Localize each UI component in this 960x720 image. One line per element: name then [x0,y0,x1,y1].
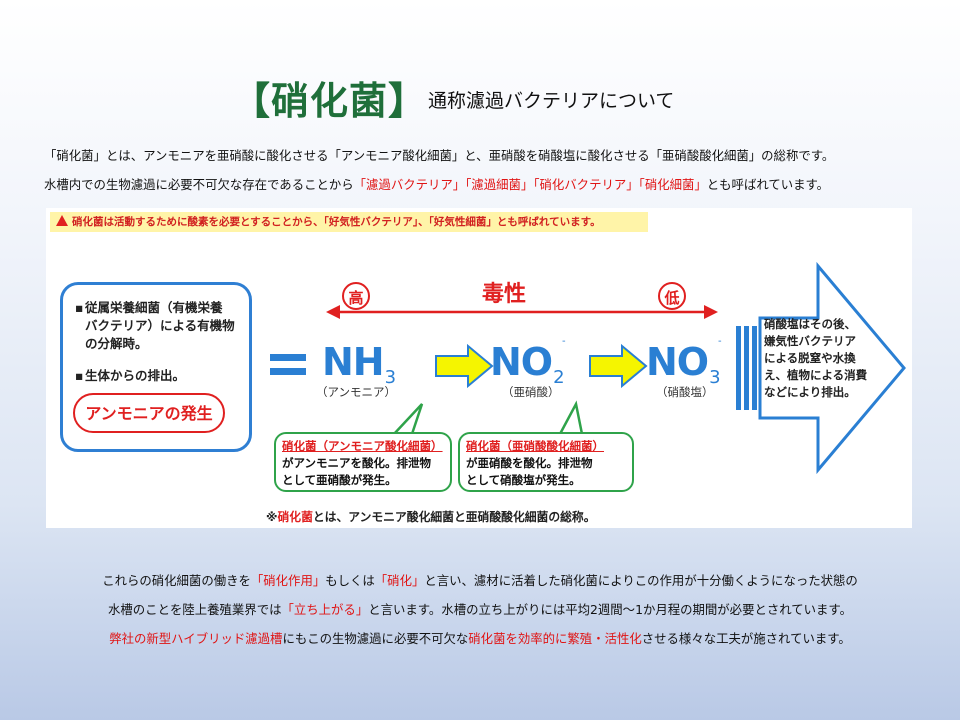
bar-2 [744,326,749,410]
compound-subscript: 3 [709,367,721,388]
outro-line-2: 水槽のことを陸上養殖業界では「立ち上がる」と言います。水槽の立ち上がりには平均2… [0,595,960,624]
compound-nitrite: NO2 - [490,336,566,388]
source-item-2-text: 生体からの排出。 [85,368,186,383]
outro-line-1-a: これらの硝化細菌の働きを [102,573,251,588]
nitrate-fate-text: 硝酸塩はその後、 嫌気性バクテリア による脱窒や水換 え、植物による消費 などに… [764,316,867,401]
bubble-ammonia-oxidation: 硝化菌（アンモニア酸化細菌） がアンモニアを酸化。排泄物 として亜硝酸が発生。 [274,432,452,492]
intro-line-2-highlight: 「濾過バクテリア」「濾過細菌」「硝化バクテリア」「硝化細菌」 [353,177,707,192]
outro-text: これらの硝化細菌の働きを「硝化作用」もしくは「硝化」と言い、濾材に活着した硝化菌… [0,566,960,653]
footnote-prefix: ※ [266,510,278,524]
compound-subscript: 2 [553,367,565,388]
source-item-1: ▪ 従属栄養細菌（有機栄養 バクテリア）による有機物 の分解時。 [75,299,235,353]
nitrate-fate-line-2: 嫌気性バクテリア [764,334,856,348]
toxicity-arrow-right [704,305,718,319]
title-row: 【硝化菌】 通称濾過バクテリアについて [0,70,960,123]
intro-line-2: 水槽内での生物濾過に必要不可欠な存在であることから「濾過バクテリア」「濾過細菌」… [44,170,924,199]
diagram-footnote: ※硝化菌とは、アンモニア酸化細菌と亜硝酸酸化細菌の総称。 [266,508,596,525]
warning-banner: 硝化菌は活動するために酸素を必要とすることから、「好気性バクテリア」、「好気性細… [50,212,648,232]
outro-line-1-c: と言い、濾材に活着した硝化菌によりこの作用が十分働くようになった状態の [424,573,858,588]
nitrate-fate-line-3: による脱窒や水換 [764,351,856,365]
intro-line-1: 「硝化菌」とは、アンモニアを亜硝酸に酸化させる「アンモニア酸化細菌」と、亜硝酸を… [44,148,835,163]
bullet-icon: ▪ [75,368,84,383]
outro-line-1-highlight-2: 「硝化」 [374,573,425,588]
bubble-nitrite-oxidation: 硝化菌（亜硝酸酸化細菌） が亜硝酸を酸化。排泄物 として硝酸塩が発生。 [458,432,634,492]
warning-icon [56,215,68,226]
intro-line-2-b: とも呼ばれています。 [706,177,830,192]
intro-line-2-a: 水槽内での生物濾過に必要不可欠な存在であることから [44,177,354,192]
outro-line-1-highlight-1: 「硝化作用」 [250,573,326,588]
arrow-nitrite-to-nitrate [589,343,648,389]
compound-name-ammonia: （アンモニア） [316,385,397,399]
nitrate-fate-arrow [758,261,906,475]
bubble-1-line-3: として亜硝酸が発生。 [282,473,397,487]
compound-charge: - [718,336,722,347]
bubble-2-line-3: として硝酸塩が発生。 [466,473,581,487]
compound-name-nitrite: （亜硝酸） [502,385,560,399]
outro-line-3: 弊社の新型ハイブリッド濾過槽にもこの生物濾過に必要不可欠な硝化菌を効率的に繁殖・… [0,624,960,653]
outro-line-3-a: にもこの生物濾過に必要不可欠な [282,631,469,646]
page-title: 【硝化菌】 [232,79,428,123]
compound-formula: NO [646,340,709,384]
nitrate-fate-line-1: 硝酸塩はその後、 [764,317,856,331]
compound-name-nitrate: （硝酸塩） [656,385,714,399]
source-item-1-line-2: バクテリア）による有機物 [85,318,235,333]
bubble-2-heading: 硝化菌（亜硝酸酸化細菌） [466,439,604,453]
compound-subscript: 3 [384,367,397,388]
outro-line-2-a: 水槽のことを陸上養殖業界では [108,602,282,617]
compound-formula: NO [490,340,553,384]
toxicity-label: 毒性 [482,282,527,307]
diagram-shapes [270,261,906,475]
outro-line-1: これらの硝化細菌の働きを「硝化作用」もしくは「硝化」と言い、濾材に活着した硝化菌… [0,566,960,595]
ammonia-generation-label: アンモニアの発生 [73,393,225,433]
nitrate-fate-line-4: え、植物による消費 [764,368,868,382]
page-subtitle: 通称濾過バクテリアについて [428,90,675,112]
compound-formula: NH [322,340,385,384]
source-item-1-line-1: 従属栄養細菌（有機栄養 [85,300,223,315]
compound-charge: - [562,336,566,347]
toxicity-arrow-left [326,305,340,319]
outro-line-1-b: もしくは [325,573,375,588]
bubble-1-heading: 硝化菌（アンモニア酸化細菌） [282,439,443,453]
bullet-icon: ▪ [75,300,84,315]
warning-text: 硝化菌は活動するために酸素を必要とすることから、「好気性バクテリア」、「好気性細… [72,216,601,228]
compound-nitrate: NO3 - [646,336,722,388]
source-item-1-line-3: の分解時。 [85,336,148,351]
bubble-2-line-2: が亜硝酸を酸化。排泄物 [466,456,593,470]
bar-3 [752,326,757,410]
bar-1 [736,326,741,410]
compound-ammonia: NH3 [322,340,396,388]
footnote-rest: とは、アンモニア酸化細菌と亜硝酸酸化細菌の総称。 [312,510,596,524]
outro-line-3-b: させる様々な工夫が施されています。 [641,631,851,646]
outro-line-3-highlight-2: 硝化菌を効率的に繁殖・活性化 [468,631,642,646]
footnote-highlight: 硝化菌 [277,510,313,524]
intro-text: 「硝化菌」とは、アンモニアを亜硝酸に酸化させる「アンモニア酸化細菌」と、亜硝酸を… [44,141,924,199]
equals-sign-top [270,354,306,361]
nitrification-diagram: 硝化菌は活動するために酸素を必要とすることから、「好気性バクテリア」、「好気性細… [46,208,912,528]
toxicity-high-icon: 高 [342,282,370,310]
outro-line-2-b: と言います。水槽の立ち上がりには平均2週間～1か月程の期間が必要とされています。 [368,602,852,617]
source-item-2: ▪ 生体からの排出。 [75,367,185,385]
toxicity-low-icon: 低 [658,282,686,310]
nitrate-fate-line-5: などにより排出。 [764,385,856,399]
arrow-ammonia-to-nitrite [435,343,494,389]
outro-line-3-highlight-1: 弊社の新型ハイブリッド濾過槽 [109,631,283,646]
equals-sign-bottom [270,368,306,375]
outro-line-2-highlight: 「立ち上がる」 [281,602,369,617]
ammonia-source-box: ▪ 従属栄養細菌（有機栄養 バクテリア）による有機物 の分解時。 ▪ 生体からの… [60,282,252,452]
bubble-1-line-2: がアンモニアを酸化。排泄物 [282,456,432,470]
